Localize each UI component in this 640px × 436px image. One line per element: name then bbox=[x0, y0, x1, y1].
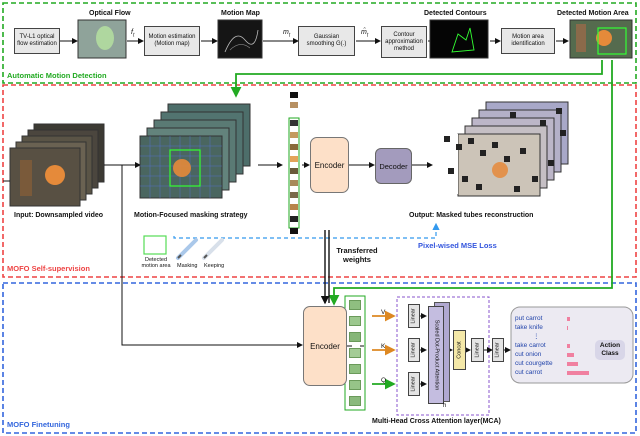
linear-out-2: Linear bbox=[492, 338, 504, 362]
finetune-encoder: Encoder bbox=[303, 306, 347, 386]
action-item: cut onion bbox=[515, 351, 542, 358]
detected-motion-area-title: Detected Motion Area bbox=[557, 10, 629, 17]
sdpa-block: Scaled Dot-Product Attention bbox=[428, 306, 444, 404]
k-label: K bbox=[381, 343, 386, 350]
action-item: ⋮ bbox=[533, 333, 540, 340]
legend-detected-swatch bbox=[143, 235, 167, 255]
contour-box: Contour approximation method bbox=[381, 26, 427, 58]
legend-keeping-label: Keeping bbox=[204, 263, 225, 269]
motion-map-thumb bbox=[217, 19, 263, 59]
action-score-bar bbox=[567, 344, 570, 348]
output-label: Output: Masked tubes reconstruction bbox=[409, 212, 534, 219]
masking-stack bbox=[139, 103, 251, 199]
action-item: cut courgette bbox=[515, 360, 553, 367]
q-label: Q bbox=[381, 377, 387, 384]
mca-label: Multi-Head Cross Attention layer(MCA) bbox=[372, 418, 501, 425]
action-score-bar bbox=[567, 362, 578, 366]
m-t-label: mt bbox=[283, 29, 291, 39]
mse-loss-label: Pixel-wised MSE Loss bbox=[418, 241, 497, 250]
automatic-detection-title: Automatic Motion Detection bbox=[7, 71, 107, 80]
output-stack bbox=[440, 101, 569, 197]
finetuning-title: MOFO Finetuning bbox=[7, 420, 70, 429]
pretrain-encoder: Encoder bbox=[310, 137, 349, 193]
automatic-detection-frame bbox=[2, 2, 637, 84]
concat-block: Concat bbox=[453, 330, 466, 370]
mca-frame bbox=[396, 296, 490, 416]
pretrain-decoder: Decoder bbox=[375, 148, 412, 184]
optical-flow-title: Optical Flow bbox=[89, 10, 131, 17]
self-supervision-title: MOFO Self-supervision bbox=[7, 264, 90, 273]
finetuning-frame bbox=[2, 282, 637, 434]
legend-detected-label: Detected motion area bbox=[141, 257, 171, 269]
detected-contours-thumb bbox=[429, 19, 489, 59]
action-panel bbox=[510, 306, 634, 384]
tvl1-box: TV-L1 optical flow estimation bbox=[14, 28, 60, 54]
legend-masking-label: Masking bbox=[177, 263, 198, 269]
token-stack bbox=[290, 92, 298, 234]
action-item: put carrot bbox=[515, 315, 543, 322]
transferred-weights-label: Transferred weights bbox=[336, 246, 378, 264]
action-score-bar bbox=[567, 371, 589, 375]
gaussian-box: Gaussian smoothing G(.) bbox=[298, 26, 355, 56]
linear-v: Linear bbox=[408, 304, 420, 328]
linear-out-1: Linear bbox=[471, 338, 484, 362]
linear-q: Linear bbox=[408, 372, 420, 396]
masking-strategy-label: Motion-Focused masking strategy bbox=[134, 212, 248, 219]
motion-estimation-box: Motion estimation (Motion map) bbox=[144, 26, 200, 56]
linear-k: Linear bbox=[408, 338, 420, 362]
action-class-label: Action Class bbox=[595, 340, 625, 360]
m-hat-label: m̂t bbox=[361, 29, 369, 39]
action-item: take carrot bbox=[515, 342, 546, 349]
v-label: V bbox=[381, 309, 386, 316]
action-list: put carrot take knife ⋮ take carrot cut onio… bbox=[515, 315, 597, 381]
action-score-bar bbox=[567, 353, 574, 357]
detected-contours-title: Detected Contours bbox=[424, 10, 487, 17]
legend-masking-pencil bbox=[176, 238, 198, 260]
motion-area-id-box: Motion area identification bbox=[501, 28, 555, 54]
input-video-label: Input: Downsampled video bbox=[14, 212, 104, 219]
action-score-bar bbox=[567, 326, 568, 330]
motion-map-title: Motion Map bbox=[221, 10, 260, 17]
action-item: cut carrot bbox=[515, 369, 543, 376]
action-score-bar bbox=[567, 317, 570, 321]
f-t-label: ft bbox=[131, 29, 135, 39]
finetune-token-stack bbox=[349, 300, 361, 408]
input-video-stack bbox=[9, 123, 105, 207]
action-item: take knife bbox=[515, 324, 543, 331]
legend-keeping-pencil bbox=[202, 238, 224, 260]
h-label: h bbox=[443, 403, 447, 409]
